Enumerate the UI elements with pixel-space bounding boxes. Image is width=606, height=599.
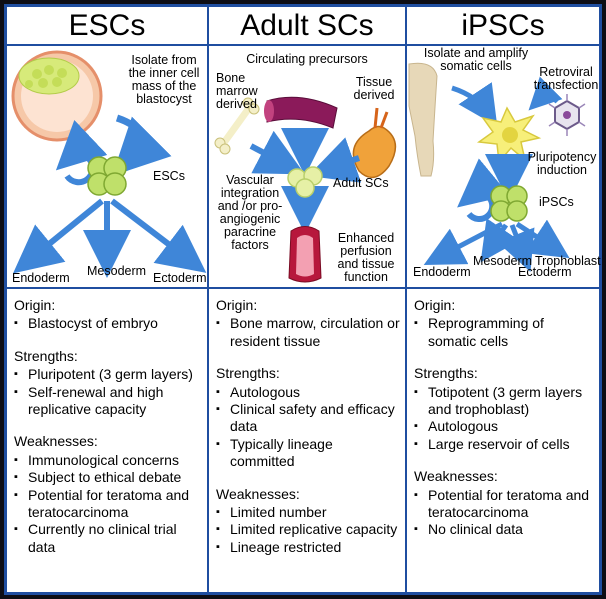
adult-sc-cell-cluster	[287, 166, 323, 198]
list-item: Autologous	[414, 418, 595, 436]
figure-cell-adult-scs: Circulating precursors Bone marrow deriv…	[209, 46, 405, 287]
header-cell-ipscs: iPSCs	[407, 7, 599, 44]
escs-mesoderm-label: Mesoderm	[87, 264, 147, 278]
ipscs-retroviral-label: Retroviral transfection	[533, 65, 599, 92]
text-cell-adult-scs: Origin: Bone marrow, circulation or resi…	[209, 289, 405, 592]
adult-bone-marrow-label: Bone marrow derived	[216, 71, 258, 111]
adult-scs-figure	[214, 96, 397, 283]
list-item: Pluripotent (3 germ layers)	[14, 366, 203, 384]
differentiation-arrows	[13, 198, 207, 278]
ipscs-figure	[408, 62, 586, 272]
ipscs-strengths-title: Strengths:	[414, 365, 478, 382]
ipscs-isolate-label: Isolate and amplify somatic cells	[423, 46, 529, 73]
escs-isolate-label: Isolate from the inner cell mass of the …	[128, 53, 200, 106]
ipscs-mesoderm-label: Mesoderm	[473, 254, 533, 268]
column-title-ipscs: iPSCs	[461, 9, 545, 42]
escs-strengths-title: Strengths:	[14, 347, 78, 364]
list-item: Lineage restricted	[216, 539, 401, 557]
adult-enhanced-label: Enhanced perfusion and tissue function	[337, 231, 395, 284]
blood-vessel-icon	[264, 96, 338, 129]
bone-icon	[214, 97, 260, 155]
escs-endoderm-label: Endoderm	[12, 271, 70, 285]
escs-weaknesses-title: Weaknesses:	[14, 433, 98, 450]
table-frame: ESCs	[4, 4, 602, 595]
adult-vascular-label: Vascular integration and /or pro-angioge…	[217, 173, 283, 252]
ipscs-ectoderm-label: Ectoderm	[518, 265, 572, 279]
list-item: Autologous	[216, 384, 401, 402]
figure-cell-escs: Isolate from the inner cell mass of the …	[7, 46, 207, 287]
adult-strengths-title: Strengths:	[216, 365, 280, 382]
ipsc-differentiation-arrows	[423, 218, 570, 272]
isolate-arrow	[451, 82, 498, 127]
text-cell-escs: Origin: Blastocyst of embryo Strengths: …	[7, 289, 207, 592]
adult-tissue-label: Tissue derived	[353, 75, 395, 102]
list-item: Blastocyst of embryo	[14, 315, 203, 333]
list-item: Potential for teratoma and teratocarcino…	[14, 487, 203, 522]
transfection-arrow	[528, 76, 563, 111]
ipscs-endoderm-label: Endoderm	[413, 265, 471, 279]
ipscs-weaknesses-title: Weaknesses:	[414, 468, 498, 485]
ipsc-cell-cluster	[490, 185, 528, 222]
list-item: Limited number	[216, 504, 401, 522]
header-cell-adult-scs: Adult SCs	[209, 7, 405, 44]
escs-cells-label: ESCs	[153, 169, 185, 183]
list-item: Typically lineage committed	[216, 436, 401, 471]
column-title-adult-scs: Adult SCs	[240, 9, 374, 42]
ipscs-cells-label: iPSCs	[539, 195, 574, 209]
figure-cell-ipscs: Isolate and amplify somatic cells Retrov…	[407, 46, 601, 287]
list-item: Reprogramming of somatic cells	[414, 315, 595, 350]
ipscs-pluripotency-label: Pluripotency induction	[527, 150, 597, 177]
escs-ectoderm-label: Ectoderm	[153, 271, 207, 285]
list-item: Limited replicative capacity	[216, 521, 401, 539]
header-cell-escs: ESCs	[7, 7, 207, 44]
esc-cell-cluster	[87, 156, 127, 196]
list-item: Large reservoir of cells	[414, 436, 595, 454]
list-item: Currently no clinical trial data	[14, 521, 203, 556]
list-item: Clinical safety and efficacy data	[216, 401, 401, 436]
adult-weaknesses-title: Weaknesses:	[216, 485, 300, 502]
ipsc-self-renewal-arrow	[457, 158, 510, 223]
adult-cells-label: Adult SCs	[333, 176, 389, 190]
adult-scs-text: Origin: Bone marrow, circulation or resi…	[216, 297, 401, 557]
column-title-escs: ESCs	[68, 9, 146, 42]
blastocyst-icon	[11, 50, 103, 142]
isolation-arrow	[112, 114, 172, 176]
vessel-segment-icon	[288, 226, 322, 283]
arm-icon	[408, 62, 438, 177]
list-item: Subject to ethical debate	[14, 469, 203, 487]
escs-origin-title: Origin:	[14, 297, 56, 313]
escs-text: Origin: Blastocyst of embryo Strengths: …	[14, 297, 203, 556]
adult-origin-title: Origin:	[216, 297, 258, 313]
list-item: Self-renewal and high replicative capaci…	[14, 384, 203, 419]
list-item: Immunological concerns	[14, 452, 203, 470]
list-item: No clinical data	[414, 521, 595, 539]
list-item: Bone marrow, circulation or resident tis…	[216, 315, 401, 350]
adult-circulating-label: Circulating precursors	[246, 52, 368, 66]
ipscs-origin-title: Origin:	[414, 297, 456, 313]
ipscs-text: Origin: Reprogramming of somatic cells S…	[414, 297, 595, 539]
somatic-cell-icon	[476, 106, 542, 164]
heart-icon	[352, 107, 397, 179]
list-item: Potential for teratoma and teratocarcino…	[414, 487, 595, 522]
text-cell-ipscs: Origin: Reprogramming of somatic cells S…	[407, 289, 599, 592]
list-item: Totipotent (3 germ layers and trophoblas…	[414, 384, 595, 419]
ipscs-trophoblast-label: Trophoblast	[535, 254, 601, 268]
escs-figure	[11, 50, 207, 278]
